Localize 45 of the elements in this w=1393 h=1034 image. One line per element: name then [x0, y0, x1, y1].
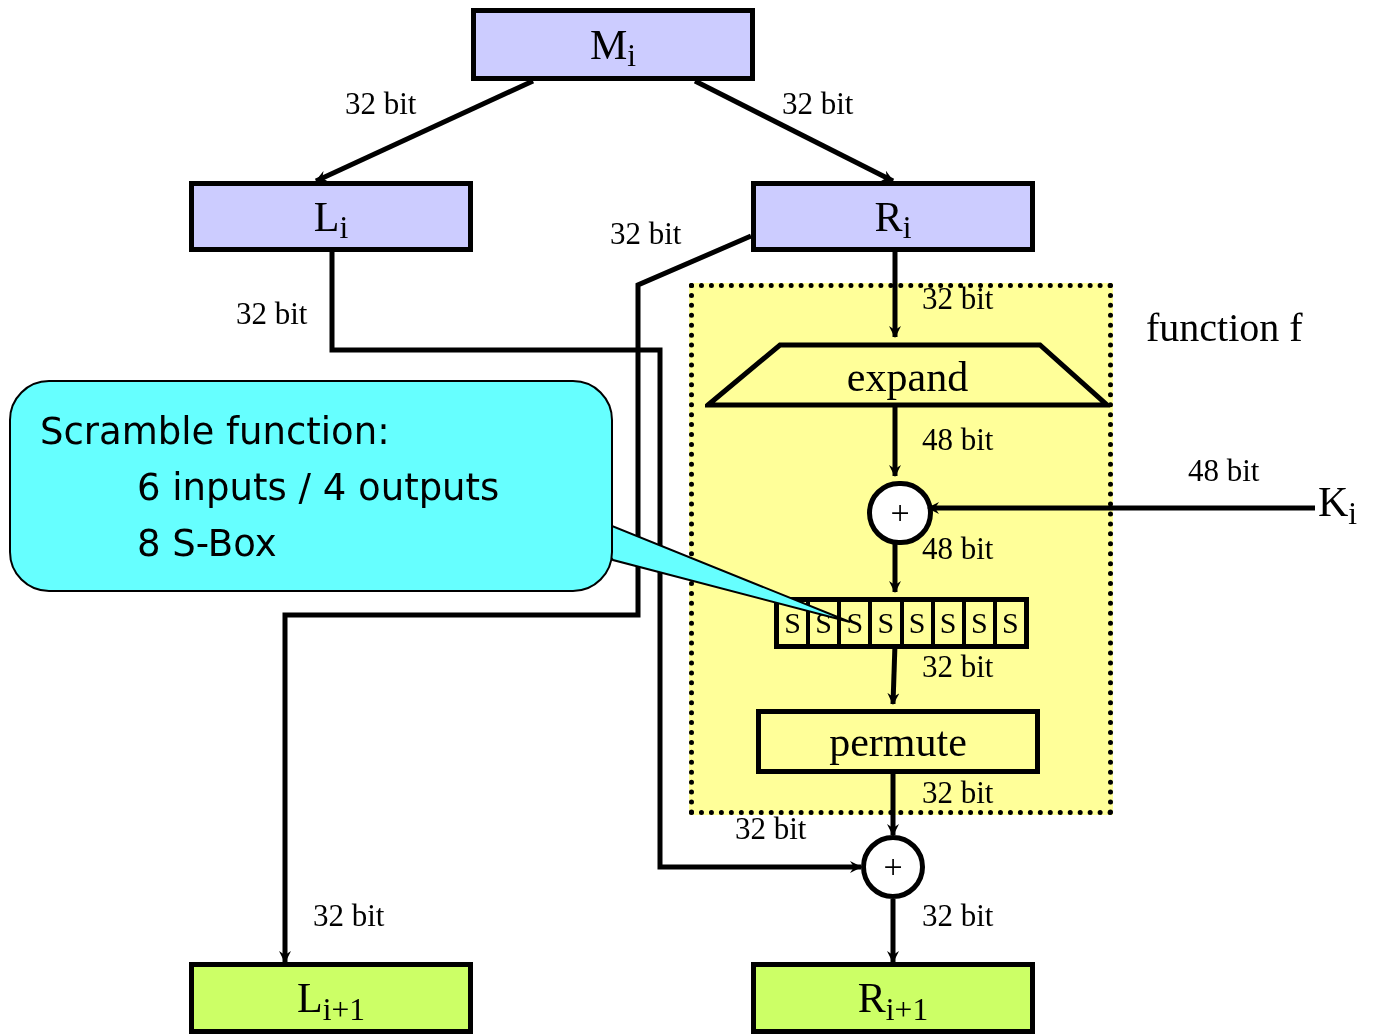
s-box-cell: S — [872, 602, 900, 644]
edge-label: 32 bit — [610, 218, 682, 249]
s-box-cell: S — [934, 602, 962, 644]
box-label: expand — [846, 356, 969, 398]
edge-label: 32 bit — [782, 88, 854, 119]
process-box — [189, 962, 473, 1034]
box-label: R$_{i+1}$ — [857, 977, 929, 1019]
process-box — [751, 962, 1035, 1034]
arrow — [693, 78, 895, 184]
edge-label: 32 bit — [345, 88, 417, 119]
s-box-cell: S — [965, 602, 993, 644]
box-label: L$_{i+1}$ — [297, 977, 365, 1019]
process-box — [751, 181, 1035, 252]
callout-text: 8 S-Box — [136, 521, 278, 567]
edge-label: 32 bit — [922, 283, 994, 314]
callout-text: 6 inputs / 4 outputs — [136, 465, 501, 511]
key-label: K$_{i}$ — [1318, 481, 1358, 523]
s-box-cell: S — [903, 602, 931, 644]
arrow — [887, 899, 899, 963]
process-box — [189, 181, 473, 252]
box-label: R$_{i}$ — [874, 195, 912, 238]
edge-label: 48 bit — [1188, 455, 1260, 486]
box-label: L$_{i}$ — [313, 195, 349, 238]
arrow — [329, 252, 862, 873]
edge-label: 32 bit — [922, 651, 994, 682]
callout-bubble — [9, 380, 613, 592]
s-box-cell: S — [996, 602, 1024, 644]
bit-width-label: 32 bit — [313, 900, 385, 931]
s-box-row — [774, 597, 1029, 649]
region-title: function f — [1146, 308, 1303, 348]
edge-label: 32 bit — [922, 900, 994, 931]
edge-label: 32 bit — [236, 298, 308, 329]
arrow — [279, 233, 752, 963]
edge-label: 32 bit — [922, 777, 994, 808]
process-box — [471, 8, 755, 81]
arrow — [314, 78, 535, 184]
bit-width-label: 32 bit — [735, 813, 807, 844]
process-box — [756, 709, 1040, 774]
arrow — [889, 252, 901, 338]
box-label: permute — [829, 720, 967, 763]
box-label: M$_{i}$ — [589, 23, 637, 66]
s-box-cell: S — [841, 602, 869, 644]
callout-text: Scramble function: — [40, 409, 391, 455]
edge-label: 48 bit — [922, 424, 994, 455]
arrow — [927, 502, 1315, 514]
